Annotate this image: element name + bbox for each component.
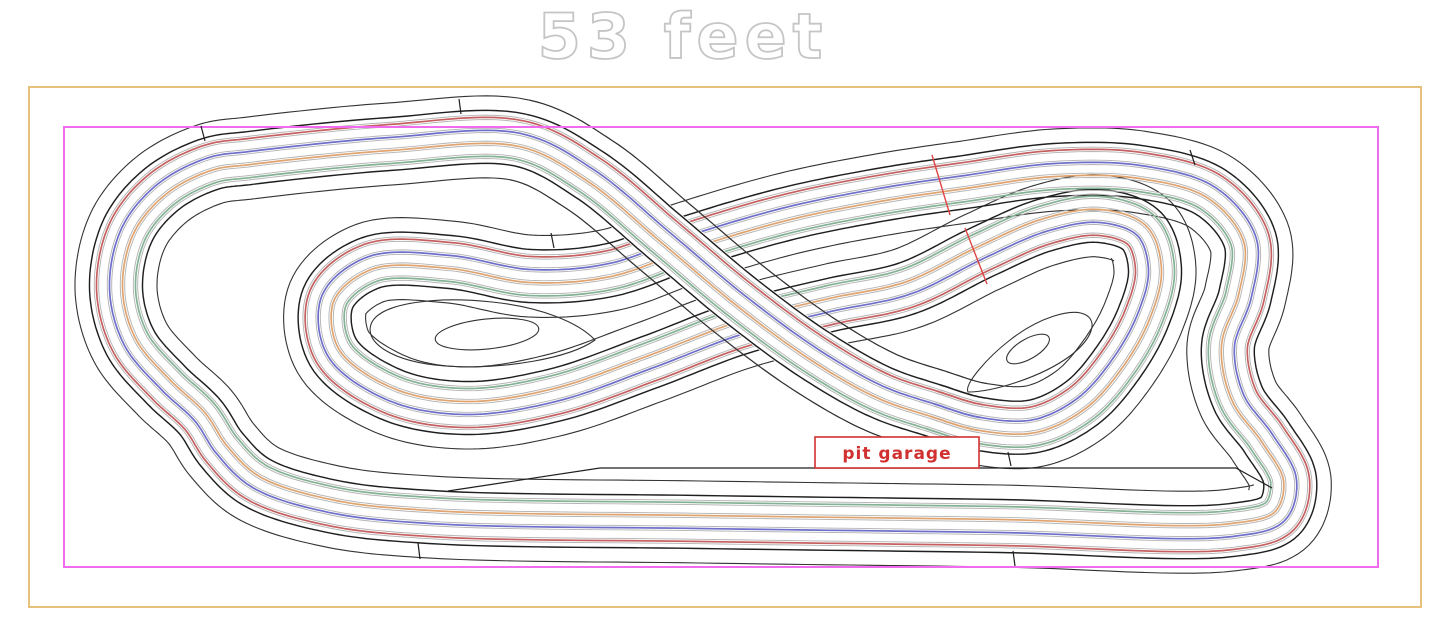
slot-rail: [111, 132, 1296, 537]
slot-rail: [514, 160, 977, 446]
track-edge: [526, 113, 985, 399]
start-line: [964, 227, 988, 285]
pit-garage-box: [814, 436, 980, 469]
section-joint-tick: [550, 232, 555, 249]
section-joint-tick: [1007, 451, 1012, 467]
outer-border: [28, 86, 1422, 608]
slot-rail: [520, 135, 981, 421]
slot-rail: [515, 156, 978, 442]
slot-rail: [523, 122, 984, 408]
lane-orange: [121, 142, 1285, 527]
pit-lane-exit: [1235, 467, 1273, 489]
slot-rail: [518, 143, 980, 429]
slot-rail: [517, 148, 979, 434]
overpass-layer: [497, 99, 988, 465]
lane-green: [134, 155, 1272, 514]
slot-rail: [132, 153, 1274, 516]
lane-green: [515, 158, 977, 445]
slot-rail: [93, 114, 1313, 555]
section-joint-tick: [1012, 550, 1016, 567]
track-edge: [513, 164, 976, 451]
track-edge: [88, 109, 1318, 560]
slot-rail: [525, 118, 984, 404]
section-joint-tick: [200, 125, 206, 142]
start-line: [931, 154, 951, 216]
lane-red: [95, 116, 1311, 553]
slot-rail: [137, 158, 1270, 511]
pit-garage-label: pit garage: [842, 444, 951, 464]
left-island-inner-contour: [434, 317, 540, 351]
slot-rail: [124, 145, 1283, 524]
section-joint-tick: [1189, 149, 1196, 166]
overpass-backing: [497, 112, 957, 437]
lane-blue: [521, 132, 982, 419]
island-contours: [369, 299, 1093, 393]
right-island-contour: [967, 311, 1093, 393]
slot-rail: [106, 127, 1300, 542]
left-island-contour: [369, 299, 596, 368]
board-contour: [74, 116, 1332, 574]
track-drawing: [74, 95, 1332, 574]
right-island-inner-contour: [1006, 333, 1050, 365]
pit-garage: pit garage: [814, 436, 980, 469]
track-edge: [141, 183, 1262, 507]
board-contour: [529, 99, 988, 385]
lane-orange: [518, 145, 980, 432]
lane-blue: [108, 129, 1298, 540]
pit-lane-entry: [447, 467, 601, 492]
board-contour: [156, 198, 1255, 492]
lane-red: [524, 120, 984, 406]
slot-rail: [98, 119, 1309, 550]
section-joint-tick: [458, 98, 462, 115]
slot-rail: [521, 131, 982, 416]
inner-border: [63, 126, 1379, 568]
section-joint-tick: [417, 542, 421, 560]
page-title: 53 feet: [538, 0, 829, 73]
slot-rail: [119, 140, 1287, 529]
circuit-lanes-layer: [74, 95, 1332, 574]
